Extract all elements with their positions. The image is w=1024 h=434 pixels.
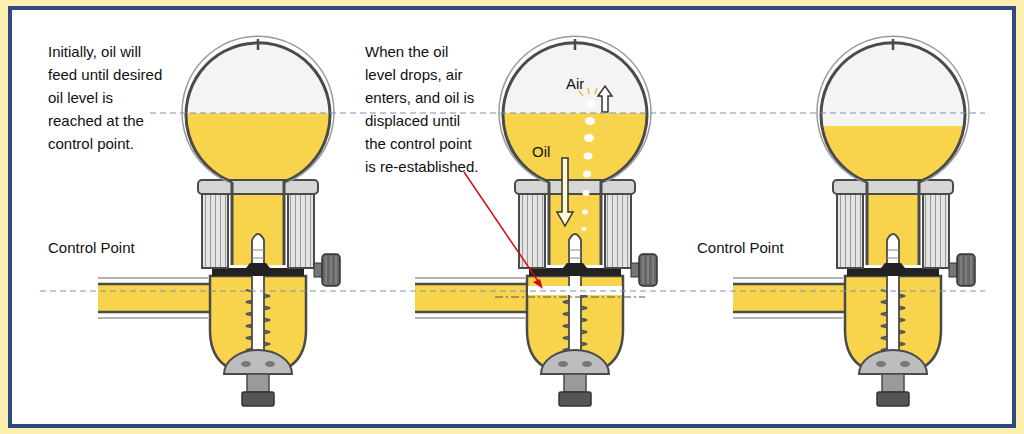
level-line — [150, 112, 985, 113]
control-point-label: Control Point — [697, 236, 827, 259]
oiler-initial — [98, 36, 340, 406]
leader-head — [533, 279, 543, 289]
note-text: Initially, oil will feed until desired o… — [48, 40, 166, 155]
oil-label: Oil — [532, 140, 566, 163]
air-label: Air — [566, 72, 600, 95]
control-line — [40, 290, 985, 291]
control-point-label: Control Point — [48, 236, 178, 259]
frame — [10, 8, 1014, 426]
leader-line — [464, 172, 540, 284]
oiler-restored — [733, 36, 975, 406]
note-text: When the oil level drops, air enters, an… — [365, 40, 483, 178]
